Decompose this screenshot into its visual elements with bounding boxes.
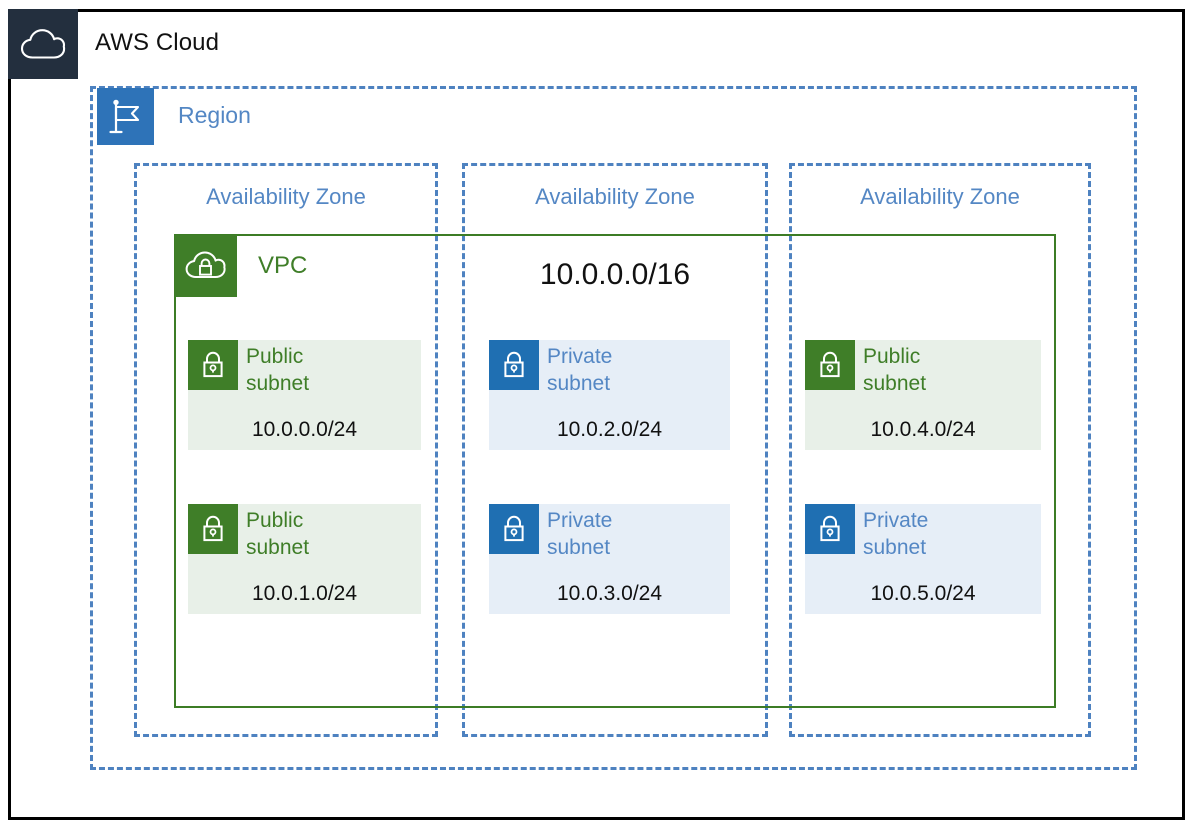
subnet-cidr: 10.0.0.0/24 [251, 418, 358, 441]
availability-zone-3-title: Availability Zone [860, 184, 1020, 209]
vpc-title: VPC [258, 252, 308, 279]
lock-icon [805, 504, 855, 554]
subnet-label: Public subnet [246, 345, 310, 395]
padlock-icon [500, 513, 528, 545]
subnet-cidr: 10.0.5.0/24 [870, 582, 976, 605]
vpc-boundary [174, 234, 1056, 708]
lock-icon [489, 504, 539, 554]
subnet-card-public-10-0-0-0: Public subnet 10.0.0.0/24 [188, 340, 421, 450]
subnet-card-private-10-0-3-0: Private subnet 10.0.3.0/24 [489, 504, 730, 614]
region-title: Region [178, 102, 251, 128]
subnet-label: Public subnet [863, 345, 927, 395]
subnet-cidr: 10.0.2.0/24 [556, 418, 663, 441]
subnet-cidr: 10.0.1.0/24 [251, 582, 358, 605]
aws-cloud-icon [8, 9, 78, 79]
subnet-label: Private subnet [547, 509, 613, 559]
subnet-label: Private subnet [863, 509, 929, 559]
flag-icon [107, 97, 145, 137]
subnet-card-public-10-0-4-0: Public subnet 10.0.4.0/24 [805, 340, 1041, 450]
region-flag-icon [97, 88, 154, 145]
subnet-cidr: 10.0.3.0/24 [556, 582, 663, 605]
lock-icon [805, 340, 855, 390]
padlock-icon [816, 513, 844, 545]
subnet-card-public-10-0-1-0: Public subnet 10.0.1.0/24 [188, 504, 421, 614]
availability-zone-1-title: Availability Zone [206, 184, 366, 209]
subnet-card-private-10-0-5-0: Private subnet 10.0.5.0/24 [805, 504, 1041, 614]
padlock-icon [500, 349, 528, 381]
cloud-lock-icon [183, 248, 229, 284]
region-boundary [90, 86, 1137, 770]
lock-icon [188, 340, 238, 390]
aws-cloud-title: AWS Cloud [95, 29, 220, 56]
availability-zone-2-title: Availability Zone [535, 184, 695, 209]
padlock-icon [199, 349, 227, 381]
vpc-cloud-lock-icon [175, 235, 237, 297]
padlock-icon [199, 513, 227, 545]
subnet-label: Public subnet [246, 509, 310, 559]
lock-icon [489, 340, 539, 390]
cloud-icon [19, 27, 67, 61]
availability-zone-1-boundary [134, 163, 438, 737]
subnet-label: Private subnet [547, 345, 613, 395]
padlock-icon [816, 349, 844, 381]
subnet-card-private-10-0-2-0: Private subnet 10.0.2.0/24 [489, 340, 730, 450]
lock-icon [188, 504, 238, 554]
subnet-cidr: 10.0.4.0/24 [870, 418, 976, 441]
vpc-cidr-label: 10.0.0.0/16 [539, 258, 691, 291]
availability-zone-2-boundary [462, 163, 768, 737]
availability-zone-3-boundary [789, 163, 1091, 737]
